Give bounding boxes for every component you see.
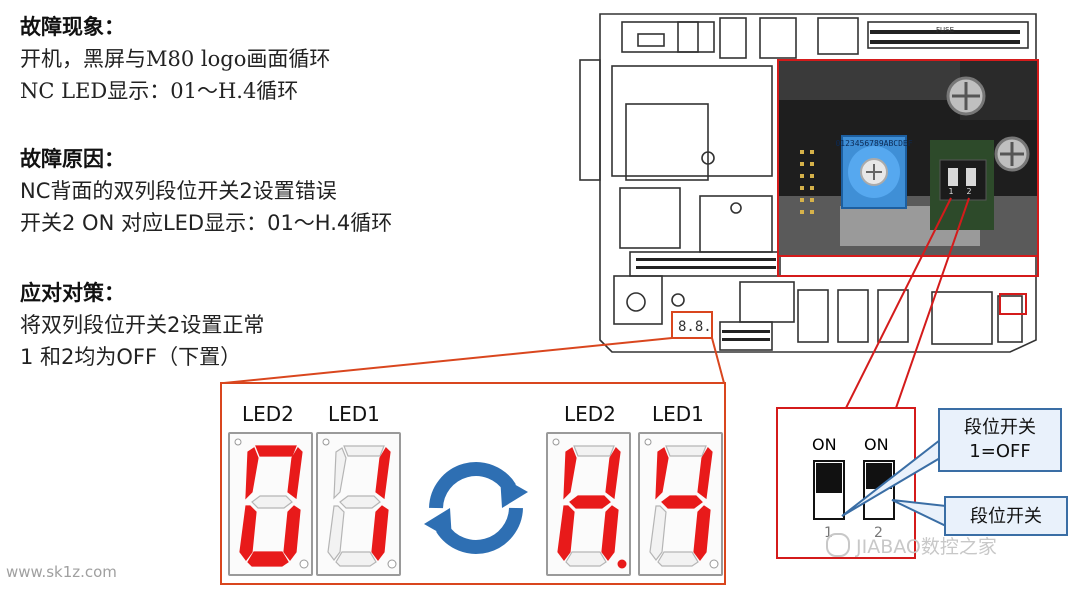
watermark-right: JIABAO数控之家: [826, 532, 997, 559]
led1-label-left: LED1: [328, 402, 380, 426]
on-label-1: ON: [812, 435, 837, 454]
segment-b: [375, 447, 391, 500]
segment-e: [557, 505, 575, 561]
led2-label-left: LED2: [242, 402, 294, 426]
callout-switch-2: 段位开关: [944, 496, 1068, 536]
segment-c: [693, 505, 711, 561]
watermark-left: www.sk1z.com: [6, 563, 117, 581]
segment-a: [573, 445, 615, 457]
dip-number-2: 2: [874, 525, 883, 541]
segment-g: [661, 495, 703, 509]
cause-heading: 故障原因：: [20, 147, 125, 171]
segment-f: [563, 447, 577, 500]
photo-switch-label-1: 1: [948, 187, 953, 196]
corner-dot: [322, 438, 330, 446]
segment-c: [601, 505, 619, 561]
symptom-heading: 故障现象：: [20, 15, 125, 39]
cycle-arrows-icon: [424, 462, 528, 554]
corner-dot: [644, 438, 652, 446]
solution-line-1: 将双列段位开关2设置正常: [20, 313, 265, 337]
segment-b: [697, 447, 713, 500]
segment-c: [371, 505, 389, 561]
decimal-point: [387, 559, 397, 569]
board-led-window: [671, 311, 713, 339]
digit-led1-left: [316, 432, 401, 576]
segment-e: [239, 505, 257, 561]
led-display-panel: LED2 LED1 LED2 LED1: [220, 382, 726, 585]
photo-inset: [777, 59, 1039, 257]
solution-heading: 应对对策：: [20, 281, 125, 305]
symptom-line-2: NC LED显示：01～H.4循环: [20, 79, 299, 103]
corner-dot: [234, 438, 242, 446]
watermark-right-text: JIABAO数控之家: [856, 536, 997, 558]
callout-switch-2-title: 段位开关: [970, 506, 1042, 527]
segment-e: [327, 505, 345, 561]
segment-g: [251, 495, 293, 509]
segment-b: [605, 447, 621, 500]
digit-led2-right: [546, 432, 631, 576]
photo-switch-label-2: 2: [966, 187, 971, 196]
segment-f: [245, 447, 259, 500]
segment-e: [649, 505, 667, 561]
segment-c: [283, 505, 301, 561]
wechat-icon: [826, 533, 850, 557]
fuse-label: FUSE: [936, 26, 954, 34]
pin-rows: [636, 30, 1020, 341]
rotary-switch-characters: 0123456789ABCDEF: [835, 139, 912, 148]
digit-led2-left: [228, 432, 313, 576]
segment-a: [665, 445, 707, 457]
cause-line-2: 开关2 ON 对应LED显示：01～H.4循环: [20, 211, 393, 235]
board-outline: [579, 13, 1037, 353]
decimal-point: [299, 559, 309, 569]
callout-switch-1-title: 段位开关: [964, 417, 1036, 438]
leader-lines: [223, 337, 725, 384]
dip-switch-graphic: [813, 460, 895, 520]
symptom-line-1: 开机，黑屏与M80 logo画面循环: [20, 47, 331, 71]
segment-d: [657, 551, 699, 567]
led1-label-right: LED1: [652, 402, 704, 426]
digit-led1-right: [638, 432, 723, 576]
callout-switch-1: 段位开关 1=OFF: [938, 408, 1062, 472]
segment-g: [339, 495, 381, 509]
on-label-2: ON: [864, 435, 889, 454]
segment-f: [655, 447, 669, 500]
segment-d: [565, 551, 607, 567]
board-led-glyph: 8.8.: [678, 319, 712, 335]
decimal-point: [617, 559, 627, 569]
segment-f: [333, 447, 347, 500]
corner-dot: [552, 438, 560, 446]
decimal-point: [709, 559, 719, 569]
segment-d: [335, 551, 377, 567]
solution-line-2: 1 和2均为OFF（下置）: [20, 345, 242, 369]
segment-b: [287, 447, 303, 500]
led2-label-right: LED2: [564, 402, 616, 426]
photo-dip-switch: [939, 159, 987, 201]
callout-switch-1-value: 1=OFF: [969, 441, 1031, 462]
dip-number-1: 1: [824, 525, 833, 541]
segment-a: [343, 445, 385, 457]
segment-g: [569, 495, 611, 509]
segment-d: [247, 551, 289, 567]
cause-line-1: NC背面的双列段位开关2设置错误: [20, 179, 337, 203]
segment-a: [255, 445, 297, 457]
